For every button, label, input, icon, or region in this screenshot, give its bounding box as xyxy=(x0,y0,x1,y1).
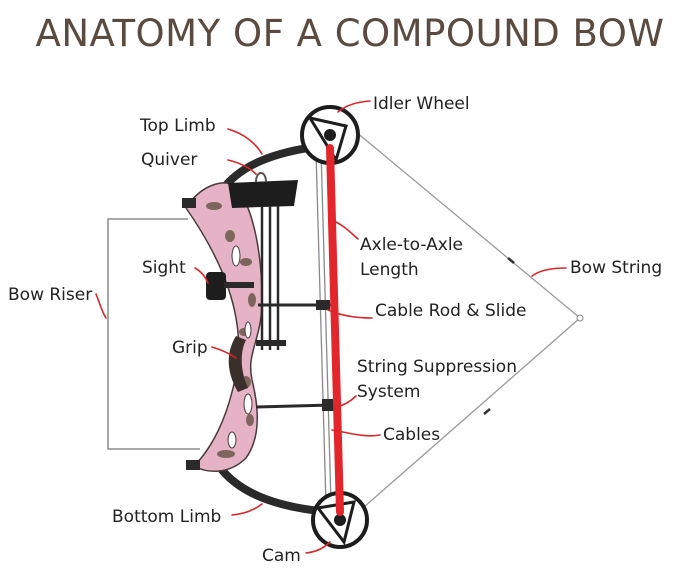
quiver-clip xyxy=(255,172,267,183)
label-sight: Sight xyxy=(142,258,186,278)
diagram-title: ANATOMY OF A COMPOUND BOW xyxy=(35,12,665,55)
label-cam: Cam xyxy=(262,546,301,566)
leader-bottom-limb xyxy=(231,503,263,516)
leader-cam xyxy=(305,541,331,554)
label-cables: Cables xyxy=(383,425,441,445)
label-axle-to-axle-line1: Axle-to-Axle xyxy=(360,235,464,255)
label-idler-wheel: Idler Wheel xyxy=(373,94,470,114)
leader-quiver xyxy=(227,159,257,175)
leader-top-limb xyxy=(227,128,263,155)
label-top-limb: Top Limb xyxy=(140,116,216,136)
leader-grip xyxy=(211,346,237,359)
cable-2 xyxy=(320,149,332,504)
leader-cable-rod-slide xyxy=(327,309,373,319)
quiver-hood xyxy=(228,180,298,208)
leader-idler-wheel xyxy=(337,100,371,113)
label-cable-rod-slide: Cable Rod & Slide xyxy=(375,301,527,321)
leader-bow-riser xyxy=(95,293,107,319)
label-string-suppression-line2: System xyxy=(357,382,421,402)
string-suppressor-pad xyxy=(322,399,334,411)
bow-riser-bracket xyxy=(107,218,200,450)
leader-sight xyxy=(194,267,209,284)
label-string-suppression-line1: String Suppression xyxy=(357,357,517,377)
bottom-limb-pocket xyxy=(186,460,200,470)
leader-axle-to-axle xyxy=(335,221,359,240)
quiver-bracket xyxy=(256,340,286,346)
label-bottom-limb: Bottom Limb xyxy=(112,507,222,527)
label-bow-riser: Bow Riser xyxy=(8,285,93,305)
riser-cutouts xyxy=(227,245,253,449)
grip xyxy=(228,336,248,392)
leader-bow-string xyxy=(531,267,567,277)
cable-1 xyxy=(315,151,327,506)
label-bow-string: Bow String xyxy=(570,258,663,278)
sight-bar xyxy=(224,282,254,288)
leader-lines xyxy=(95,100,567,554)
axle-to-axle-bar xyxy=(326,144,344,516)
label-quiver: Quiver xyxy=(141,150,198,170)
bottom-limb xyxy=(218,466,334,516)
top-limb-pocket xyxy=(182,198,196,208)
string-serving-top xyxy=(507,257,515,264)
label-grip: Grip xyxy=(172,338,208,358)
leader-string-suppression xyxy=(333,395,357,409)
sight-housing xyxy=(206,272,226,300)
cable-slide xyxy=(316,300,330,310)
label-axle-to-axle-line2: Length xyxy=(360,260,419,280)
string-serving-bottom xyxy=(483,408,491,415)
bow-riser xyxy=(185,182,263,472)
leader-cables xyxy=(331,429,381,437)
string-suppressor-rod xyxy=(255,403,333,409)
string-nock-point xyxy=(576,314,584,322)
